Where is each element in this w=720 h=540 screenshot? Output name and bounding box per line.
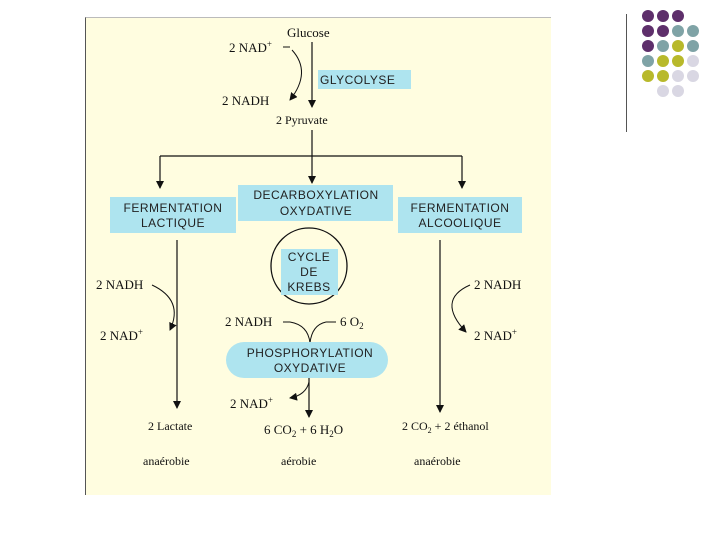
decorative-dot bbox=[672, 25, 684, 37]
fermentation-alcoolique-line1: FERMENTATION bbox=[411, 201, 510, 215]
center-condition-label: aérobie bbox=[281, 454, 316, 468]
decorative-dot bbox=[657, 70, 669, 82]
decorative-dot bbox=[642, 40, 654, 52]
decorative-dot bbox=[657, 10, 669, 22]
right-nadh-curve bbox=[451, 284, 471, 333]
right-nadh-label: 2 NADH bbox=[474, 277, 521, 292]
ethanol-label: 2 CO2 + 2 éthanol bbox=[402, 419, 489, 435]
o2-curve bbox=[309, 321, 327, 344]
decorative-dot bbox=[657, 55, 669, 67]
decorative-dot bbox=[672, 10, 684, 22]
decorative-dot bbox=[642, 55, 654, 67]
fermentation-lactique-line2: LACTIQUE bbox=[141, 216, 205, 230]
right-condition-label: anaérobie bbox=[414, 454, 461, 468]
decorative-dot bbox=[687, 70, 699, 82]
decorative-dot bbox=[672, 40, 684, 52]
decorative-dot bbox=[657, 85, 669, 97]
krebs-line1: CYCLE bbox=[288, 250, 331, 264]
left-nad-label: 2 NAD+ bbox=[100, 327, 143, 343]
decarboxylation-box bbox=[238, 185, 393, 221]
right-nad-label: 2 NAD+ bbox=[474, 327, 517, 343]
nadh-out-label: 2 NADH bbox=[222, 93, 269, 108]
center-nadh-label: 2 NADH bbox=[225, 314, 272, 329]
krebs-box bbox=[281, 249, 338, 295]
decarboxylation-line1: DECARBOXYLATION bbox=[253, 188, 378, 202]
center-products-label: 6 CO2 + 6 H2O bbox=[264, 422, 343, 439]
decorative-dot bbox=[657, 25, 669, 37]
phosphorylation-line1: PHOSPHORYLATION bbox=[247, 346, 373, 360]
fermentation-lactique-box bbox=[110, 197, 236, 233]
decorative-dot bbox=[687, 40, 699, 52]
decarboxylation-line2: OXYDATIVE bbox=[280, 204, 352, 218]
left-nadh-curve bbox=[151, 284, 177, 331]
fermentation-alcoolique-box bbox=[398, 197, 522, 233]
decorative-dot bbox=[642, 70, 654, 82]
nad-to-nadh-curve bbox=[289, 49, 302, 101]
glycolyse-box bbox=[318, 70, 411, 89]
o2-label: 6 O2 bbox=[340, 314, 364, 331]
decorative-dot bbox=[642, 10, 654, 22]
phosphorylation-line2: OXYDATIVE bbox=[274, 361, 346, 375]
decorative-dot bbox=[642, 25, 654, 37]
krebs-line2: DE bbox=[300, 265, 318, 279]
fermentation-lactique-line1: FERMENTATION bbox=[124, 201, 223, 215]
decorative-dot bbox=[672, 55, 684, 67]
nad-in-label: 2 NAD+ bbox=[229, 39, 272, 55]
center-nad-label: 2 NAD+ bbox=[230, 395, 273, 411]
decorative-dot bbox=[657, 40, 669, 52]
decorative-dot bbox=[687, 25, 699, 37]
pyruvate-label: 2 Pyruvate bbox=[276, 113, 328, 127]
decorative-vertical-line bbox=[626, 14, 627, 132]
nadh-curve bbox=[289, 321, 311, 344]
left-condition-label: anaérobie bbox=[143, 454, 190, 468]
decorative-dot bbox=[672, 85, 684, 97]
decorative-dot bbox=[687, 55, 699, 67]
phosphorylation-box bbox=[226, 342, 388, 378]
left-nadh-label: 2 NADH bbox=[96, 277, 143, 292]
nad-regeneration-curve bbox=[289, 381, 310, 401]
glycolyse-label: GLYCOLYSE bbox=[320, 73, 395, 87]
decorative-dot bbox=[672, 70, 684, 82]
glucose-label: Glucose bbox=[287, 25, 330, 40]
fermentation-alcoolique-line2: ALCOOLIQUE bbox=[418, 216, 501, 230]
krebs-line3: KREBS bbox=[287, 280, 330, 294]
lactate-label: 2 Lactate bbox=[148, 419, 192, 433]
